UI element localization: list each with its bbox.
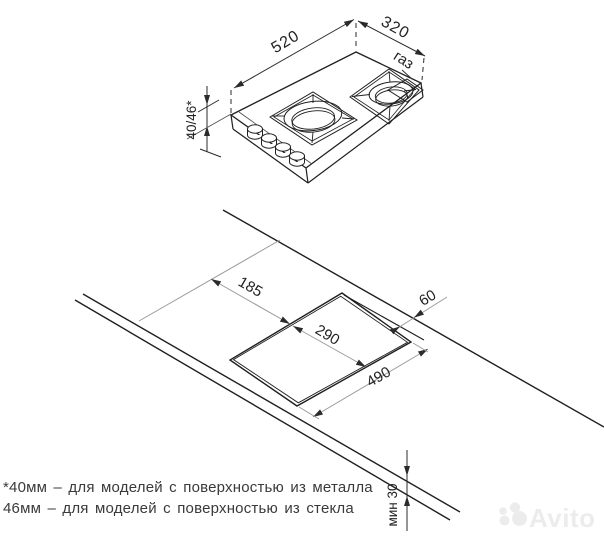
dimension-label-290: 290 [312, 321, 342, 348]
footnote-metal: *40мм – для моделей с поверхностью из ме… [3, 479, 373, 496]
cutout-outline [228, 292, 413, 407]
rear-burner [349, 68, 420, 125]
knob-3 [275, 142, 291, 158]
cutout-inner-wall [232, 295, 409, 404]
cutout-edge-extension [343, 294, 425, 341]
dim-extension-dashed-lines [230, 23, 425, 113]
cutout-dimension-lines [210, 278, 448, 420]
dimension-label-520: 520 [269, 27, 303, 57]
dim-arrow-60-lower [389, 326, 401, 335]
control-knobs [247, 124, 305, 167]
knob-4 [289, 151, 305, 167]
countertop-left-edge [138, 239, 281, 322]
dim-line-520 [233, 19, 355, 89]
dim-line-490 [312, 348, 429, 418]
countertop-front-edge-bottom [74, 299, 451, 521]
dim-arrow-60-upper [413, 309, 425, 319]
avito-watermark: Avito [499, 502, 595, 533]
knob-2 [261, 133, 277, 149]
dim-line-185 [210, 278, 291, 325]
avito-watermark-text: Avito [529, 503, 596, 533]
countertop-cutout-drawing [74, 209, 604, 531]
front-burner-pan-support-arms [272, 94, 355, 144]
dim-line-320 [357, 20, 426, 57]
rear-burner-pan-support-arms [351, 70, 417, 122]
dimension-label-320: 320 [378, 13, 412, 42]
front-burner [269, 91, 358, 146]
avito-logo-icon [499, 502, 527, 526]
dimension-label-185: 185 [235, 273, 265, 300]
dimension-label-490: 490 [364, 363, 394, 390]
gas-inlet-plate [387, 78, 424, 103]
hob-body-edges [230, 82, 424, 184]
countertop-front-edge-top [82, 293, 461, 513]
dim-height-40-46 [186, 86, 232, 158]
knob-1 [247, 124, 263, 140]
hob-isometric-drawing [229, 51, 424, 184]
gas-label: газ [390, 48, 416, 73]
footnotes: *40мм – для моделей с поверхностью из ме… [3, 477, 373, 519]
footnote-glass: 46мм – для моделей с поверхностью из сте… [3, 500, 354, 517]
dimension-label-height: 40/46* [184, 100, 199, 140]
hob-top-face [229, 51, 423, 169]
dimension-label-60: 60 [416, 287, 439, 310]
dimension-label-min-30: мин 30 [385, 483, 400, 526]
dim-ext-490-left [298, 406, 320, 420]
hob-dimensions [186, 19, 426, 158]
gas-leader-line [401, 69, 413, 80]
dim-ext-490-right [412, 342, 429, 353]
